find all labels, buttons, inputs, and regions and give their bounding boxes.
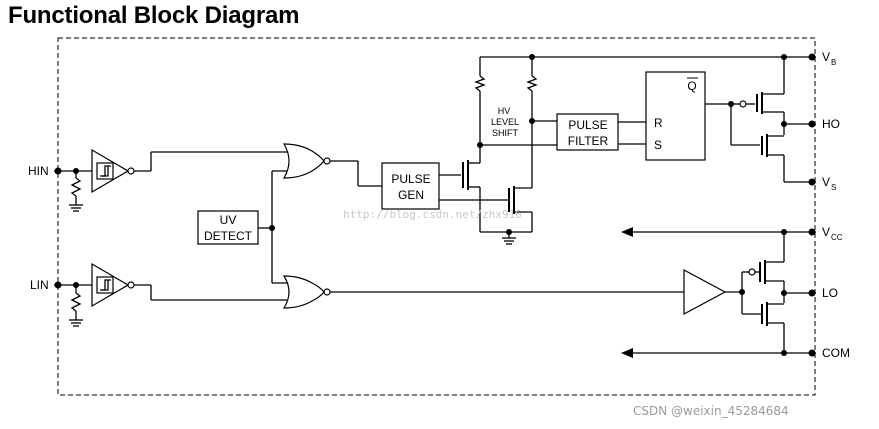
svg-text:PULSE: PULSE	[391, 172, 430, 186]
vcc-rail	[621, 227, 816, 262]
svg-text:B: B	[831, 58, 836, 67]
pin-com: COM	[822, 346, 850, 360]
svg-text:S: S	[654, 138, 662, 152]
svg-text:GEN: GEN	[398, 188, 424, 202]
lin-input-path	[54, 262, 287, 327]
svg-text:DETECT: DETECT	[204, 229, 253, 243]
pulse-filter-block: PULSE FILTER	[556, 113, 646, 151]
svg-text:V: V	[822, 225, 830, 239]
chip-boundary	[57, 37, 816, 396]
lin-nor-gate	[282, 275, 684, 309]
url-watermark: http://blog.csdn.net/zhx916	[343, 208, 522, 221]
uv-detect-block: UV DETECT	[197, 170, 290, 284]
low-side-driver	[683, 260, 816, 353]
pin-hin: HIN	[28, 164, 49, 178]
pin-ho: HO	[822, 117, 840, 131]
hin-nor-gate	[282, 143, 382, 187]
pin-vb: V B	[822, 50, 836, 67]
high-side-driver	[728, 57, 816, 186]
com-rail	[621, 348, 816, 358]
svg-text:R: R	[654, 116, 663, 130]
svg-text:S: S	[831, 183, 836, 192]
svg-text:HV: HV	[498, 106, 511, 116]
svg-text:CC: CC	[831, 233, 843, 242]
svg-text:LEVEL: LEVEL	[491, 117, 519, 127]
hin-input-path	[54, 148, 287, 212]
svg-text:FILTER: FILTER	[568, 134, 609, 148]
svg-text:UV: UV	[220, 213, 237, 227]
pin-lin: LIN	[30, 278, 49, 292]
diagram-title: Functional Block Diagram	[8, 2, 300, 29]
pin-vs: V S	[822, 175, 836, 192]
rs-flip-flop: Q R S	[645, 71, 730, 161]
pin-lo: LO	[822, 286, 838, 300]
pulse-gen-block: PULSE GEN	[381, 162, 507, 210]
svg-text:Q: Q	[687, 79, 696, 93]
pin-vcc: V CC	[822, 225, 843, 242]
svg-text:V: V	[822, 50, 830, 64]
svg-text:PULSE: PULSE	[568, 118, 607, 132]
csdn-watermark: CSDN @weixin_45284684	[633, 404, 789, 418]
svg-text:SHIFT: SHIFT	[492, 128, 519, 138]
hv-level-shift: HV LEVEL SHIFT	[462, 53, 816, 245]
svg-text:V: V	[822, 175, 830, 189]
